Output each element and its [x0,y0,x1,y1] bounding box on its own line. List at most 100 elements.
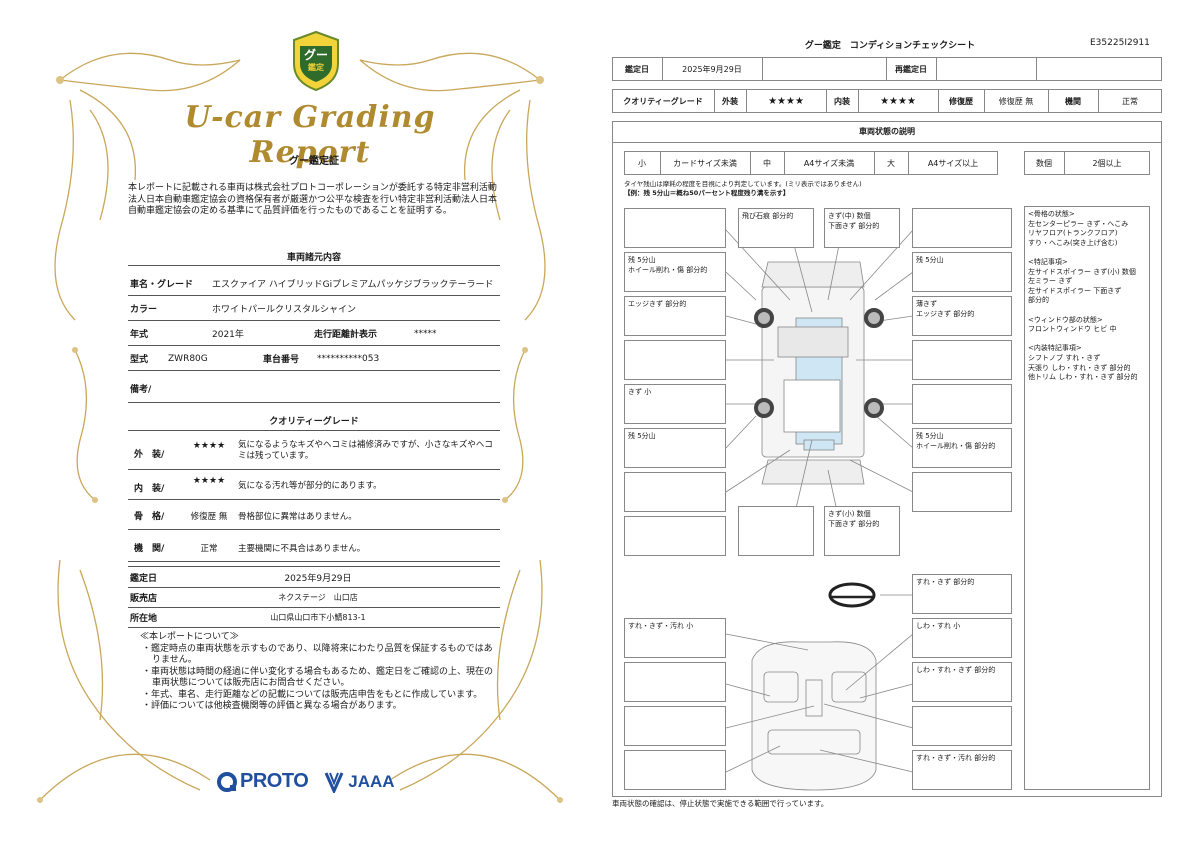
color-label: カラー [130,305,158,315]
quality-row-exterior: 外 装/ ★★★★ 気になるようなキズやヘコミは補修済みですが、小さなキズやヘコ… [128,436,500,470]
damage-box-left-1 [624,208,726,248]
car-diagram [725,229,914,791]
sheet-id: E35225I2911 [1090,38,1150,48]
interior-box-left-2 [624,662,726,702]
chassis-label: 車台番号 [263,355,300,365]
grade-label: クオリティーグレード [623,96,703,106]
interior-box-left-1: すれ・きず・汚れ 小 [624,618,726,658]
condition-check-sheet: グー鑑定 コンディションチェックシート E35225I2911 鑑定日 2025… [600,0,1200,848]
interior-box-left-4 [624,750,726,790]
side-notes: <骨格の状態>左センターピラー きず・へこみリヤフロア(トランクフロア)すり・へ… [1028,210,1138,382]
engine-value-sheet: 正常 [1122,96,1138,106]
year-label: 年式 [130,330,149,340]
damage-box-right-7 [912,472,1012,512]
exterior-text: 気になるようなキズやヘコミは補修済みですが、小さなキズやヘコミは残っています。 [238,440,493,461]
damage-box-right-3: 薄きずエッジきず 部分的 [912,296,1012,336]
model-value: ZWR80G [168,353,208,364]
tire-note: タイヤ残山は摩耗の程度を目視により判定しています。(ミリ表示ではありません) 【… [624,180,862,197]
appraisal-address-row: 所在地 山口県山口市下小鯖813-1 [128,608,500,628]
interior-box-right-1: しわ・すれ 小 [912,618,1012,658]
grade-row [612,89,1162,113]
footer-logos: PROTO JAAA [216,770,395,793]
damage-box-right-1 [912,208,1012,248]
spec-row-name: 車名・グレード エスクァイア ハイブリッドGiプレミアムパッケジブラックテーラー… [128,272,500,296]
int-stars: ★★★★ [880,95,916,107]
damage-box-top-3: きず(中) 数個下面きず 部分的 [824,208,900,248]
spec-row-year: 年式 2021年 走行距離計表示 ***** [128,322,500,346]
jaaa-mark-icon [324,771,344,793]
jaaa-logo: JAAA [324,771,395,793]
notes-title: ≪本レポートについて≫ [140,632,239,642]
address-label: 所在地 [130,614,158,624]
size-large: 大 [887,158,895,168]
tire-rear-left-icon [754,398,774,418]
note-item: ・鑑定時点の車両状態を示すものであり、以降将来にわたり品質を保証するものではあり… [142,643,493,666]
engine-label: 機 関/ [134,544,165,554]
goo-appraisal-logo: グー 鑑定 [288,30,344,92]
repair-label: 修復歴 [949,96,973,106]
spec-row-model: 型式 ZWR80G 車台番号 **********053 [128,347,500,371]
report-title: U-car Grading Report [184,100,436,170]
appraisal-date-row: 鑑定日 2025年9月29日 [128,566,500,588]
size-mid: 中 [763,158,771,168]
count-legend [1024,151,1150,175]
quality-row-frame: 骨 格/ 修復歴 無 骨格部位に異常はありません。 [128,502,500,530]
damage-box-left-5: きず 小 [624,384,726,424]
frame-label: 骨 格/ [134,512,165,522]
remarks-label: 備考/ [130,385,152,395]
spec-row-color: カラー ホワイトパールクリスタルシャイン [128,297,500,321]
note-item: ・評価については他検査機関等の評価と異なる場合があります。 [142,701,402,711]
engine-value: 正常 [200,543,218,554]
interior-box-left-3 [624,706,726,746]
interior-box-right-2: しわ・すれ・きず 部分的 [912,662,1012,702]
interior-box-right-3 [912,706,1012,746]
date-label: 鑑定日 [130,573,158,584]
size-legend [624,151,998,175]
damage-box-left-4 [624,340,726,380]
damage-box-bottom-2 [738,506,814,556]
cert-body: 本レポートに記載される車両は株式会社プロトコーポレーションが委託する特定非営利活… [128,183,498,216]
grading-report: グー 鑑定 U-car Grading Report グー鑑定証 本レポートに記… [37,30,563,803]
count-label: 数個 [1036,158,1052,168]
size-small: 小 [638,158,646,168]
sheet-date-label: 鑑定日 [625,64,649,74]
ext-stars: ★★★★ [768,95,804,107]
tire-front-right-icon [864,308,884,328]
reappraisal-label: 再鑑定日 [895,64,927,74]
sheet-title: グー鑑定 コンディションチェックシート [804,41,976,51]
quality-row-interior: 内 装/ ★★★★ 気になる汚れ等が部分的にあります。 [128,470,500,500]
count-desc: 2個以上 [1092,158,1122,168]
note-item: ・年式、車名、走行距離などの記載については販売店申告をもとに作成しています。 [142,689,483,700]
steering-box: すれ・きず 部分的 [912,574,1012,614]
note-item: ・車両状態は時間の経過に伴い変化する場合もあるため、鑑定日をご確認の上、現在の車… [142,666,494,689]
quality-title: クオリティーグレード [269,417,359,427]
interior-box-right-4: すれ・きず・汚れ 部分的 [912,750,1012,790]
engine-label-sheet: 機関 [1065,96,1081,106]
model-label: 型式 [130,355,149,365]
tire-rear-right-icon [864,398,884,418]
damage-box-right-4 [912,340,1012,380]
tire-front-left-icon [754,308,774,328]
ornamental-frame [37,52,563,803]
address-value: 山口県山口市下小鯖813-1 [270,613,366,622]
int-label: 内装 [834,96,850,106]
damage-box-left-6: 残 5分山 [624,428,726,468]
quality-row-engine: 機 関/ 正常 主要機関に不具合はありません。 [128,534,500,562]
engine-text: 主要機関に不具合はありません。 [238,543,366,554]
logo-sub: 鑑定 [308,63,324,72]
damage-box-right-2: 残 5分山 [912,252,1012,292]
interior-label: 内 装/ [134,484,165,494]
damage-box-right-5 [912,384,1012,424]
size-small-desc: カードサイズ未満 [673,158,737,168]
damage-box-left-8 [624,516,726,556]
shop-value: ネクステージ 山口店 [278,593,358,602]
cert-title: グー鑑定証 [289,156,339,167]
report-notes: ≪本レポートについて≫ ・鑑定時点の車両状態を示すものであり、以降将来にわたり品… [140,632,500,713]
proto-logo: PROTO [216,770,309,793]
damage-box-top-2: 飛び石痕 部分的 [738,208,814,248]
proto-mark-icon [217,771,237,792]
interior-text: 気になる汚れ等が部分的にあります。 [238,480,382,491]
exterior-label: 外 装/ [134,450,165,460]
damage-box-bottom-3: きず(小) 数個下面きず 部分的 [824,506,900,556]
name-value: エスクァイア ハイブリッドGiプレミアムパッケジブラックテーラード [212,280,494,290]
